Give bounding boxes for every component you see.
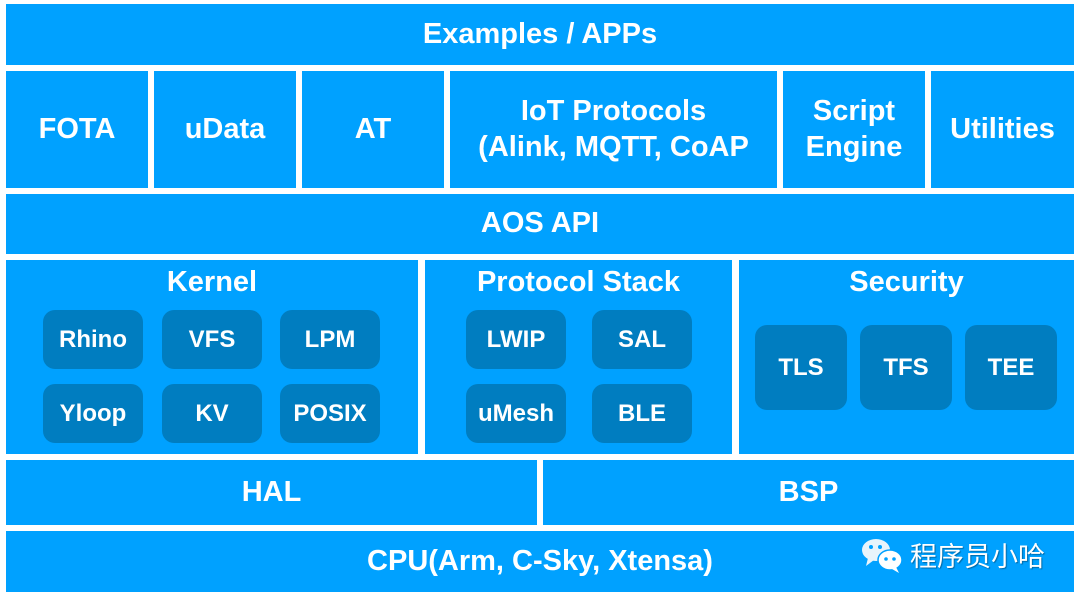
protocol-chip: SAL [592, 310, 692, 369]
hal-label: HAL [241, 475, 302, 508]
watermark: 程序员小哈 [860, 535, 1045, 574]
bsp-label: BSP [778, 475, 839, 508]
protocol-chip: BLE [592, 384, 692, 443]
security-title: Security [849, 266, 964, 298]
protocol-stack-title: Protocol Stack [476, 266, 681, 298]
cpu-label: CPU(Arm, C-Sky, Xtensa) [367, 544, 713, 577]
kernel-chip: Yloop [43, 384, 143, 443]
kernel-chip: LPM [280, 310, 380, 369]
kernel-panel: Kernel Rhino VFS LPM Yloop KV POSIX [6, 260, 418, 454]
api-label: AOS API [480, 207, 600, 240]
kernel-chip: VFS [162, 310, 262, 369]
protocol-chip: LWIP [466, 310, 566, 369]
bsp-layer: BSP [543, 460, 1074, 525]
apps-label: Examples / APPs [422, 17, 658, 50]
module-label: Utilities [950, 112, 1055, 145]
kernel-chip: Rhino [43, 310, 143, 369]
kernel-title: Kernel [166, 266, 258, 298]
module-label: AT [354, 112, 392, 145]
module-label: Script Engine [805, 95, 903, 163]
module-fota: FOTA [6, 71, 148, 188]
module-label: uData [184, 112, 266, 145]
wechat-icon [862, 538, 903, 573]
security-chip: TLS [755, 325, 847, 410]
module-utilities: Utilities [931, 71, 1074, 188]
module-at: AT [302, 71, 444, 188]
watermark-text: 程序员小哈 [910, 542, 1045, 573]
module-label: IoT Protocols (Alink, MQTT, CoAP [478, 95, 749, 163]
protocol-stack-panel: Protocol Stack LWIP SAL uMesh BLE [425, 260, 732, 454]
security-chip: TFS [860, 325, 952, 410]
kernel-chip: POSIX [280, 384, 380, 443]
module-udata: uData [154, 71, 296, 188]
module-script-engine: Script Engine [783, 71, 925, 188]
kernel-chip: KV [162, 384, 262, 443]
security-chip: TEE [965, 325, 1057, 410]
apps-layer: Examples / APPs [6, 4, 1074, 65]
hal-layer: HAL [6, 460, 537, 525]
module-iot-protocols: IoT Protocols (Alink, MQTT, CoAP [450, 71, 777, 188]
module-label: FOTA [38, 112, 116, 145]
protocol-chip: uMesh [466, 384, 566, 443]
api-layer: AOS API [6, 194, 1074, 254]
security-panel: Security TLS TFS TEE [739, 260, 1074, 454]
